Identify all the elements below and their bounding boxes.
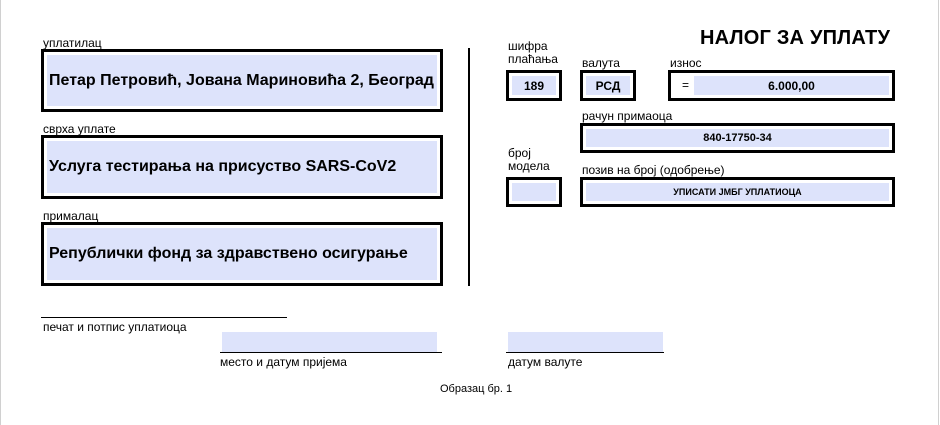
- account-field[interactable]: 840-17750-34: [580, 123, 895, 153]
- payer-label: уплатилац: [43, 36, 102, 50]
- recipient-value: Републички фонд за здравствено осигурање: [47, 228, 437, 280]
- purpose-value: Услуга тестирања на присуство SARS-CoV2: [47, 141, 437, 193]
- account-value: 840-17750-34: [586, 129, 889, 147]
- place-date-label: место и датум пријема: [220, 355, 347, 369]
- currency-value: РСД: [586, 76, 630, 95]
- payment-code-value: 189: [512, 76, 556, 95]
- signature-line: [41, 317, 287, 318]
- payment-code-label-line1: шифра: [508, 39, 548, 53]
- value-date-line: [506, 352, 664, 353]
- model-field[interactable]: [506, 177, 562, 207]
- place-date-field[interactable]: [222, 332, 437, 352]
- column-divider: [468, 48, 470, 286]
- model-label-line1: број: [508, 146, 531, 160]
- payer-field[interactable]: Петар Петровић, Јована Мариновића 2, Бео…: [41, 49, 443, 112]
- recipient-label: прималац: [43, 209, 99, 223]
- model-label: број модела: [508, 147, 550, 173]
- payment-code-label-line2: плаћања: [508, 52, 558, 66]
- model-value: [512, 183, 556, 201]
- amount-label: износ: [670, 56, 702, 70]
- purpose-label: сврха уплате: [43, 122, 116, 136]
- form-number: Образац бр. 1: [440, 383, 513, 395]
- payment-code-field[interactable]: 189: [506, 70, 562, 101]
- amount-value: 6.000,00: [694, 76, 889, 95]
- payer-value: Петар Петровић, Јована Мариновића 2, Бео…: [47, 55, 437, 106]
- form-title: НАЛОГ ЗА УПЛАТУ: [700, 27, 891, 49]
- value-date-label: датум валуте: [508, 355, 583, 369]
- amount-field[interactable]: = 6.000,00: [668, 70, 895, 101]
- place-date-line: [220, 352, 442, 353]
- amount-prefix: =: [682, 78, 690, 92]
- payment-code-label: шифра плаћања: [508, 40, 558, 66]
- amount-inner: = 6.000,00: [674, 76, 889, 95]
- account-label: рачун примаоца: [582, 109, 673, 123]
- value-date-field[interactable]: [508, 332, 663, 352]
- page-border-left: [0, 0, 1, 425]
- reference-label: позив на број (одобрење): [582, 163, 725, 177]
- currency-label: валута: [582, 56, 620, 70]
- reference-value: УПИСАТИ ЈМБГ УПЛАТИОЦА: [586, 183, 889, 201]
- purpose-field[interactable]: Услуга тестирања на присуство SARS-CoV2: [41, 135, 443, 199]
- reference-field[interactable]: УПИСАТИ ЈМБГ УПЛАТИОЦА: [580, 177, 895, 207]
- currency-field[interactable]: РСД: [580, 70, 636, 101]
- page-border-right: [938, 0, 939, 425]
- recipient-field[interactable]: Републички фонд за здравствено осигурање: [41, 222, 443, 286]
- model-label-line2: модела: [508, 159, 550, 173]
- signature-label: печат и потпис уплатиоца: [43, 320, 187, 334]
